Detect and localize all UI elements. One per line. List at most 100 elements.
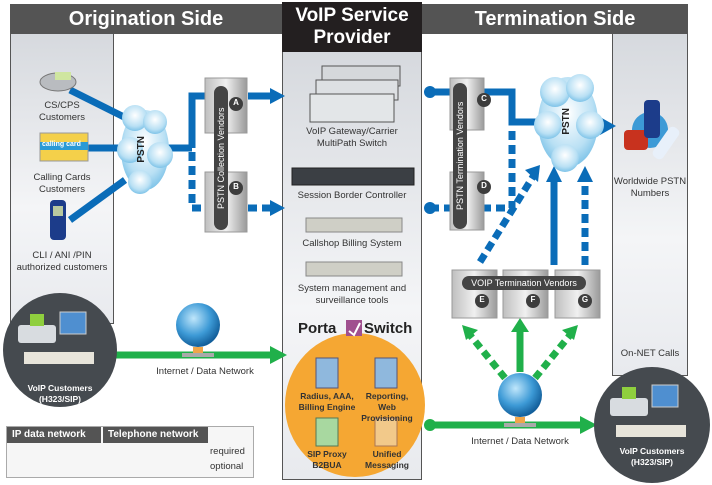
desk-phone-icon bbox=[39, 72, 77, 92]
portaswitch-brand-left: Porta bbox=[298, 320, 337, 337]
worldwide-panel bbox=[612, 34, 688, 376]
badge-b-circle bbox=[229, 181, 243, 195]
dot-provider-internet bbox=[424, 419, 436, 431]
badge-a-circle bbox=[229, 97, 243, 111]
session-border-controller-icon bbox=[291, 167, 415, 186]
globe-left-icon bbox=[176, 303, 220, 347]
radius-server-icon bbox=[315, 357, 339, 389]
calling-cards-line2: Customers bbox=[39, 184, 85, 195]
legend-optional-label: optional bbox=[210, 461, 244, 472]
cscps-line1: CS/CPS bbox=[44, 100, 80, 111]
voip-devices-right-icon bbox=[610, 384, 686, 437]
badge-e: E bbox=[479, 295, 485, 304]
line-globe-e-optional bbox=[467, 332, 508, 381]
voip-service-provider-header: VoIP Service Provider bbox=[282, 2, 422, 52]
system-management-line2: surveillance tools bbox=[315, 295, 389, 306]
arrow-globe-f bbox=[511, 318, 529, 332]
sip-proxy-server-icon bbox=[315, 417, 339, 447]
voip-devices-left-icon bbox=[18, 311, 94, 364]
reporting-module-label: Reporting, Web Provisioning bbox=[356, 391, 418, 424]
dot-provider-c bbox=[424, 86, 436, 98]
voip-gateway-label: VoIP Gateway/Carrier MultiPath Switch bbox=[290, 126, 414, 150]
system-management-label: System management and surveillance tools bbox=[290, 283, 414, 307]
arrow-globe-g bbox=[562, 325, 578, 340]
voip-gateway-icon bbox=[309, 65, 401, 123]
worldwide-phones-icon bbox=[624, 100, 680, 160]
line-c-pstn bbox=[482, 88, 545, 126]
dot-provider-d bbox=[424, 202, 436, 214]
sip-proxy-line1: SIP Proxy bbox=[307, 449, 347, 459]
calling-card-text: calling card bbox=[42, 141, 81, 148]
voip-right-line1: VoIP Customers bbox=[619, 446, 685, 456]
badge-f-circle bbox=[526, 294, 540, 308]
badge-f: F bbox=[530, 295, 536, 304]
reporting-line1: Reporting, Web bbox=[365, 391, 409, 412]
voip-termination-vendors-label: VOIP Termination Vendors bbox=[462, 276, 586, 290]
voip-customers-left-label: VoIP Customers (H323/SIP) bbox=[20, 383, 100, 405]
voip-customers-right-label: VoIP Customers (H323/SIP) bbox=[612, 446, 692, 468]
termination-pstn-label: PSTN bbox=[561, 108, 572, 135]
arrow-g-pstn bbox=[577, 166, 593, 182]
pstn-collection-vendors-label: PSTN Collection Vendors bbox=[214, 86, 228, 230]
system-management-icon bbox=[305, 261, 403, 277]
cli-line1: CLI / ANI /PIN bbox=[32, 250, 92, 261]
line-cscps-pstn bbox=[68, 86, 132, 124]
legend-required-label: required bbox=[210, 446, 245, 457]
badge-e-circle bbox=[475, 294, 489, 308]
arrow-voip-right bbox=[580, 416, 597, 434]
line-mobile-pstn bbox=[67, 177, 128, 223]
line-d-pstn-optional bbox=[482, 130, 516, 212]
cli-line2: authorized customers bbox=[16, 262, 108, 273]
origination-side-header: Origination Side bbox=[10, 4, 282, 34]
badge-c: C bbox=[481, 94, 487, 103]
system-management-line1: System management and bbox=[297, 283, 407, 294]
badge-g: G bbox=[581, 295, 589, 304]
origination-pstn-label: PSTN bbox=[136, 136, 147, 163]
termination-side-header: Termination Side bbox=[422, 4, 688, 34]
on-net-calls-label: On-NET Calls bbox=[620, 348, 680, 359]
radius-module-label: Radius, AAA, Billing Engine bbox=[296, 391, 358, 413]
radius-line1: Radius, AAA, bbox=[300, 391, 354, 401]
line-e-pstn-optional bbox=[477, 173, 537, 264]
legend-ip-header: IP data network bbox=[7, 427, 101, 443]
pstn-termination-vendors-label: PSTN Termination Vendors bbox=[453, 83, 467, 229]
internet-right-label: Internet / Data Network bbox=[471, 436, 569, 447]
badge-b: B bbox=[233, 182, 239, 191]
cli-ani-pin-label: CLI / ANI /PIN authorized customers bbox=[12, 250, 112, 274]
calling-cards-line1: Calling Cards bbox=[33, 172, 91, 183]
termination-pstn-cloud bbox=[534, 74, 604, 172]
badge-d-circle bbox=[477, 180, 491, 194]
calling-card-icon bbox=[39, 132, 89, 162]
mobile-phone-icon bbox=[50, 200, 66, 240]
reporting-line2: Provisioning bbox=[361, 413, 413, 423]
line-globe-g-optional bbox=[532, 332, 573, 381]
voip-gateway-line2: MultiPath Switch bbox=[316, 138, 388, 149]
unified-messaging-line2: Messaging bbox=[365, 460, 409, 470]
provider-title-line1: VoIP Service bbox=[295, 5, 409, 26]
voip-gateway-line1: VoIP Gateway/Carrier bbox=[306, 126, 398, 137]
cscps-line2: Customers bbox=[39, 112, 85, 123]
arrow-a-provider bbox=[270, 88, 285, 104]
legend-telephone-header: Telephone network bbox=[103, 427, 208, 443]
arrow-b-provider bbox=[270, 200, 285, 216]
voip-left-line1: VoIP Customers bbox=[27, 383, 93, 393]
voip-left-line2: (H323/SIP) bbox=[38, 394, 82, 404]
worldwide-line2: Numbers bbox=[630, 188, 670, 199]
line-collection-b-optional bbox=[188, 152, 232, 212]
arrow-e-pstn bbox=[525, 165, 540, 182]
internet-left-label: Internet / Data Network bbox=[156, 366, 254, 377]
unified-messaging-line1: Unified bbox=[372, 449, 402, 459]
unified-messaging-server-icon bbox=[374, 417, 398, 447]
sip-proxy-module-label: SIP Proxy B2BUA bbox=[296, 449, 358, 471]
arrow-f-pstn bbox=[546, 166, 562, 182]
sip-proxy-line2: B2BUA bbox=[312, 460, 342, 470]
session-border-controller-label: Session Border Controller bbox=[297, 190, 407, 201]
calling-cards-label: Calling Cards Customers bbox=[14, 172, 110, 196]
arrow-globe-e bbox=[462, 325, 478, 340]
reporting-server-icon bbox=[374, 357, 398, 389]
worldwide-line1: Worldwide PSTN bbox=[613, 176, 687, 187]
portaswitch-brand-right: Switch bbox=[364, 320, 413, 337]
callshop-billing-label: Callshop Billing System bbox=[302, 238, 402, 249]
radius-line2: Billing Engine bbox=[298, 402, 356, 412]
